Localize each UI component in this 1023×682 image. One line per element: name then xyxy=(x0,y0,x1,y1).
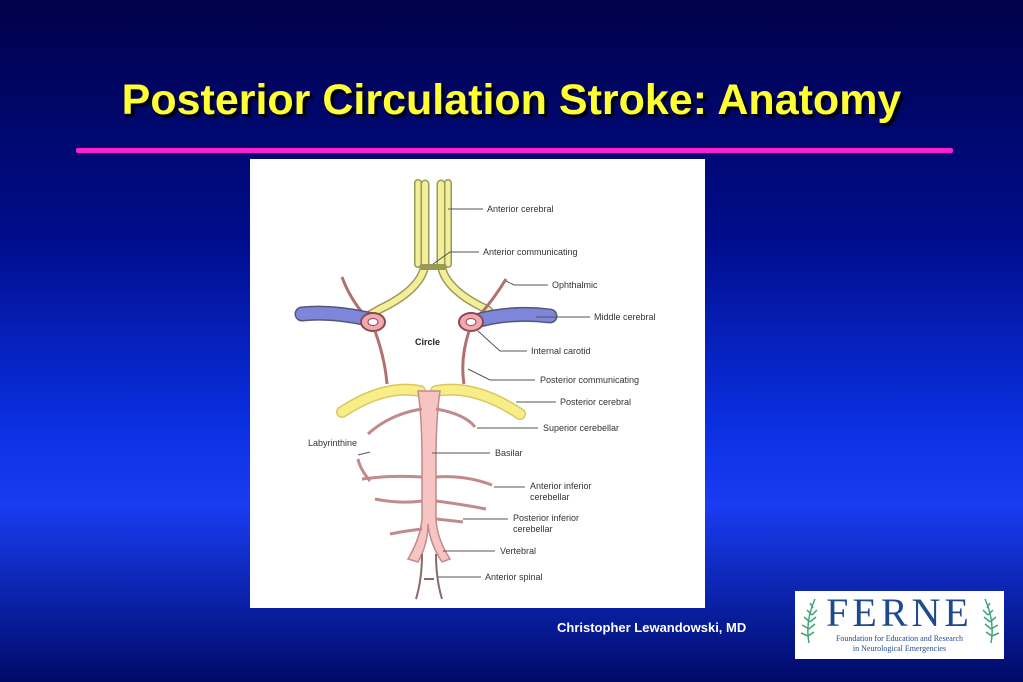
logo-tagline-2: in Neurological Emergencies xyxy=(852,644,947,653)
posterior-communicating-arteries xyxy=(373,330,471,385)
label-labyrinthine: Labyrinthine xyxy=(308,438,357,448)
label-superior-cerebellar: Superior cerebellar xyxy=(543,423,619,433)
author-credit: Christopher Lewandowski, MD xyxy=(557,620,747,635)
title-divider xyxy=(76,148,953,153)
cerebellar-branches xyxy=(356,407,493,536)
label-anterior-cerebral: Anterior cerebral xyxy=(487,204,554,214)
label-middle-cerebral: Middle cerebral xyxy=(594,312,656,322)
label-anterior-communicating: Anterior communicating xyxy=(483,247,578,257)
label-circle: Circle xyxy=(415,337,440,347)
label-anterior-inferior-cerebellar-line2: cerebellar xyxy=(530,492,570,502)
fern-leaf-icon xyxy=(800,598,1000,644)
label-internal-carotid: Internal carotid xyxy=(531,346,591,356)
leader-lines xyxy=(357,208,590,578)
label-anterior-spinal: Anterior spinal xyxy=(485,572,543,582)
diagram-labels: Anterior cerebral Anterior communicating… xyxy=(308,204,656,582)
label-posterior-communicating: Posterior communicating xyxy=(540,375,639,385)
posterior-cerebral-arteries xyxy=(336,383,526,420)
anterior-spinal-artery xyxy=(415,553,443,600)
arterial-diagram-svg: Anterior cerebral Anterior communicating… xyxy=(294,179,656,600)
slide-title: Posterior Circulation Stroke: Anatomy xyxy=(121,76,902,124)
label-basilar: Basilar xyxy=(495,448,523,458)
label-posterior-cerebral: Posterior cerebral xyxy=(560,397,631,407)
label-ophthalmic: Ophthalmic xyxy=(552,280,598,290)
middle-cerebral-arteries xyxy=(294,305,558,332)
circle-of-willis-diagram: Anterior cerebral Anterior communicating… xyxy=(250,159,705,608)
logo-wordmark: FERNE xyxy=(826,591,973,635)
ferne-logo: FERNE Foundation for Education and Resea… xyxy=(795,591,1004,659)
label-vertebral: Vertebral xyxy=(500,546,536,556)
basilar-artery xyxy=(406,390,452,563)
logo-tagline-1: Foundation for Education and Research xyxy=(835,634,964,643)
anterior-cerebral-arteries xyxy=(357,179,495,324)
label-anterior-inferior-cerebellar-line1: Anterior inferior xyxy=(530,481,592,491)
label-posterior-inferior-cerebellar-line2: cerebellar xyxy=(513,524,553,534)
ophthalmic-branches xyxy=(340,276,508,318)
label-posterior-inferior-cerebellar-line1: Posterior inferior xyxy=(513,513,579,523)
